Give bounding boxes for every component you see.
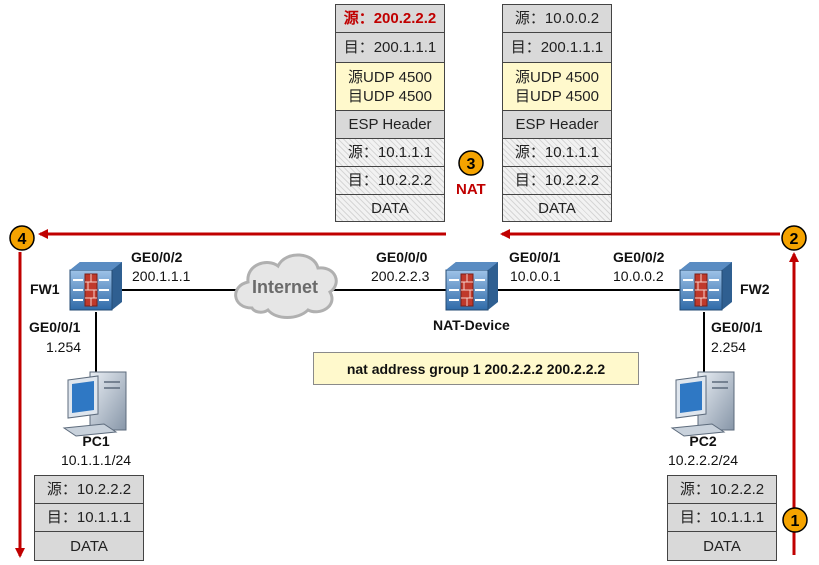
nat-ip-left: 200.2.2.3	[371, 268, 430, 284]
fw1-ip-bottom: 1.254	[46, 339, 82, 355]
packet-after-nat-data: DATA	[336, 195, 444, 221]
packet-after-nat-dst: 目：200.1.1.1	[336, 33, 444, 63]
packet-after-nat-udp-dst: 目UDP 4500	[348, 87, 432, 105]
packet-after-nat-udp-src: 源UDP 4500	[348, 68, 432, 86]
step-badge-2: 2	[781, 225, 807, 251]
fw1-port-bottom: GE0/0/1	[29, 319, 81, 335]
nat-step-label: NAT	[456, 181, 486, 198]
packet-pc2-dst: 目：10.1.1.1	[668, 504, 776, 532]
step-badge-1-label: 1	[791, 513, 800, 530]
nat-ip-right: 10.0.0.1	[510, 268, 561, 284]
step-badge-3: 3	[458, 150, 484, 176]
packet-before-nat-data: DATA	[503, 195, 611, 221]
pc1-computer-icon	[62, 371, 127, 437]
fw2-ip-top: 10.0.0.2	[613, 268, 664, 284]
step-badge-4-label: 4	[18, 231, 27, 248]
fw2-firewall-icon	[679, 262, 732, 311]
packet-before-nat-inner-src: 源：10.1.1.1	[503, 139, 611, 167]
fw1-name: FW1	[30, 281, 60, 297]
packet-after-nat-esp: ESP Header	[336, 111, 444, 139]
nat-command-box: nat address group 1 200.2.2.2 200.2.2.2	[313, 352, 639, 385]
internet-cloud-icon: Internet	[234, 253, 338, 319]
packet-pc1-data: DATA	[35, 532, 143, 560]
packet-before-nat: 源：10.0.0.2 目：200.1.1.1 源UDP 4500 目UDP 45…	[502, 4, 612, 222]
pc1-ip: 10.1.1.1/24	[60, 452, 132, 468]
step-badge-2-label: 2	[790, 231, 799, 248]
pc1-name: PC1	[82, 433, 110, 449]
step-badge-1: 1	[782, 507, 808, 533]
fw1-firewall-icon	[69, 262, 122, 311]
packet-pc1-dst: 目：10.1.1.1	[35, 504, 143, 532]
packet-before-nat-udp: 源UDP 4500 目UDP 4500	[503, 63, 611, 111]
pc2-ip: 10.2.2.2/24	[667, 452, 739, 468]
fw1-ip-top: 200.1.1.1	[132, 268, 191, 284]
fw2-port-bottom: GE0/0/1	[711, 319, 763, 335]
packet-before-nat-esp: ESP Header	[503, 111, 611, 139]
nat-port-left: GE0/0/0	[376, 249, 428, 265]
nat-device-name: NAT-Device	[433, 317, 510, 333]
packet-after-nat-src: 源：200.2.2.2	[336, 5, 444, 33]
fw2-name: FW2	[740, 281, 770, 297]
packet-before-nat-udp-dst: 目UDP 4500	[515, 87, 599, 105]
packet-before-nat-dst: 目：200.1.1.1	[503, 33, 611, 63]
packet-before-nat-inner-dst: 目：10.2.2.2	[503, 167, 611, 195]
packet-before-nat-src: 源：10.0.0.2	[503, 5, 611, 33]
nat-device-firewall-icon	[445, 262, 498, 311]
fw2-ip-bottom: 2.254	[711, 339, 747, 355]
nat-port-right: GE0/0/1	[509, 249, 561, 265]
pc2-computer-icon	[670, 371, 735, 437]
fw2-port-top: GE0/0/2	[613, 249, 665, 265]
packet-after-nat: 源：200.2.2.2 目：200.1.1.1 源UDP 4500 目UDP 4…	[335, 4, 445, 222]
packet-pc2-src: 源：10.2.2.2	[668, 476, 776, 504]
packet-pc2: 源：10.2.2.2 目：10.1.1.1 DATA	[667, 475, 777, 561]
pc2-name: PC2	[689, 433, 717, 449]
step-badge-3-label: 3	[467, 156, 476, 173]
packet-after-nat-inner-dst: 目：10.2.2.2	[336, 167, 444, 195]
packet-pc1-src: 源：10.2.2.2	[35, 476, 143, 504]
packet-pc2-data: DATA	[668, 532, 776, 560]
internet-label: Internet	[252, 277, 318, 297]
fw1-port-top: GE0/0/2	[131, 249, 183, 265]
packet-before-nat-udp-src: 源UDP 4500	[515, 68, 599, 86]
packet-pc1: 源：10.2.2.2 目：10.1.1.1 DATA	[34, 475, 144, 561]
step-badge-4: 4	[9, 225, 35, 251]
packet-after-nat-inner-src: 源：10.1.1.1	[336, 139, 444, 167]
packet-after-nat-udp: 源UDP 4500 目UDP 4500	[336, 63, 444, 111]
